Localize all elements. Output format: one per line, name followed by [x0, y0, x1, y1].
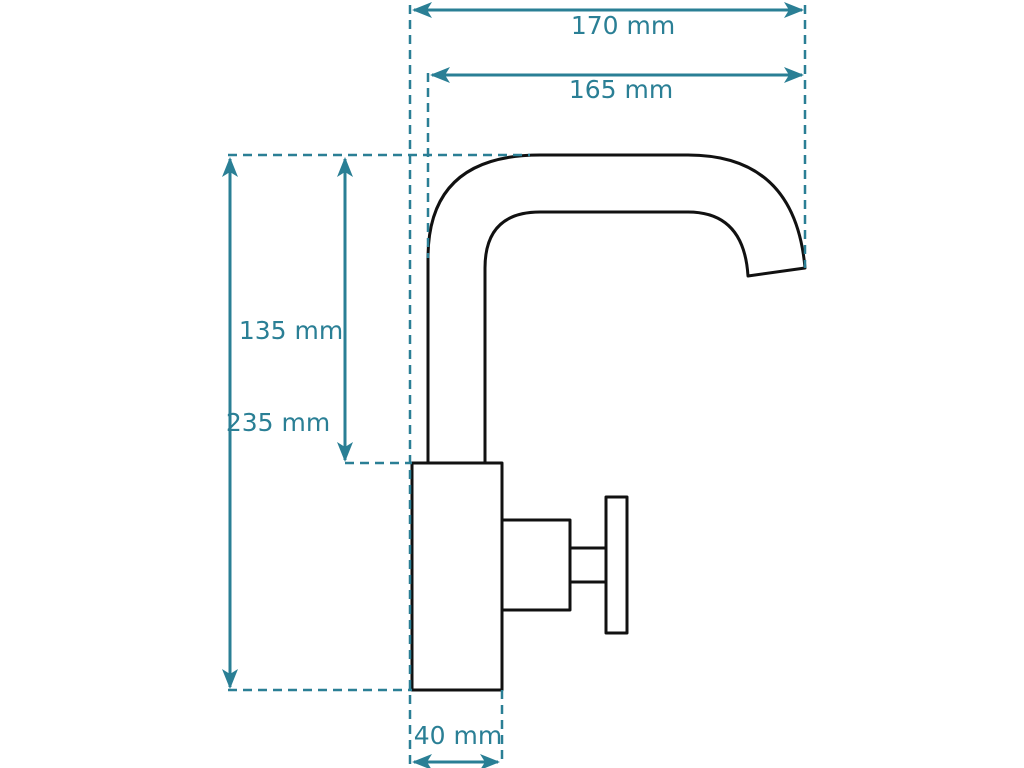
label-spout-reach: 165 mm [569, 75, 673, 104]
faucet-outline [410, 153, 807, 692]
label-body-width: 40 mm [414, 721, 502, 750]
label-total-width: 170 mm [571, 11, 675, 40]
extension-lines [228, 5, 807, 765]
handle-plate [604, 495, 629, 635]
handle-stem [568, 546, 608, 584]
faucet-body [410, 461, 504, 692]
dimension-lines [222, 2, 804, 768]
label-total-height: 235 mm [226, 408, 330, 437]
spout [426, 153, 807, 465]
valve-housing [500, 518, 572, 612]
dimension-labels: 170 mm 165 mm 135 mm 235 mm 40 mm [226, 11, 675, 750]
label-spout-height: 135 mm [239, 316, 343, 345]
